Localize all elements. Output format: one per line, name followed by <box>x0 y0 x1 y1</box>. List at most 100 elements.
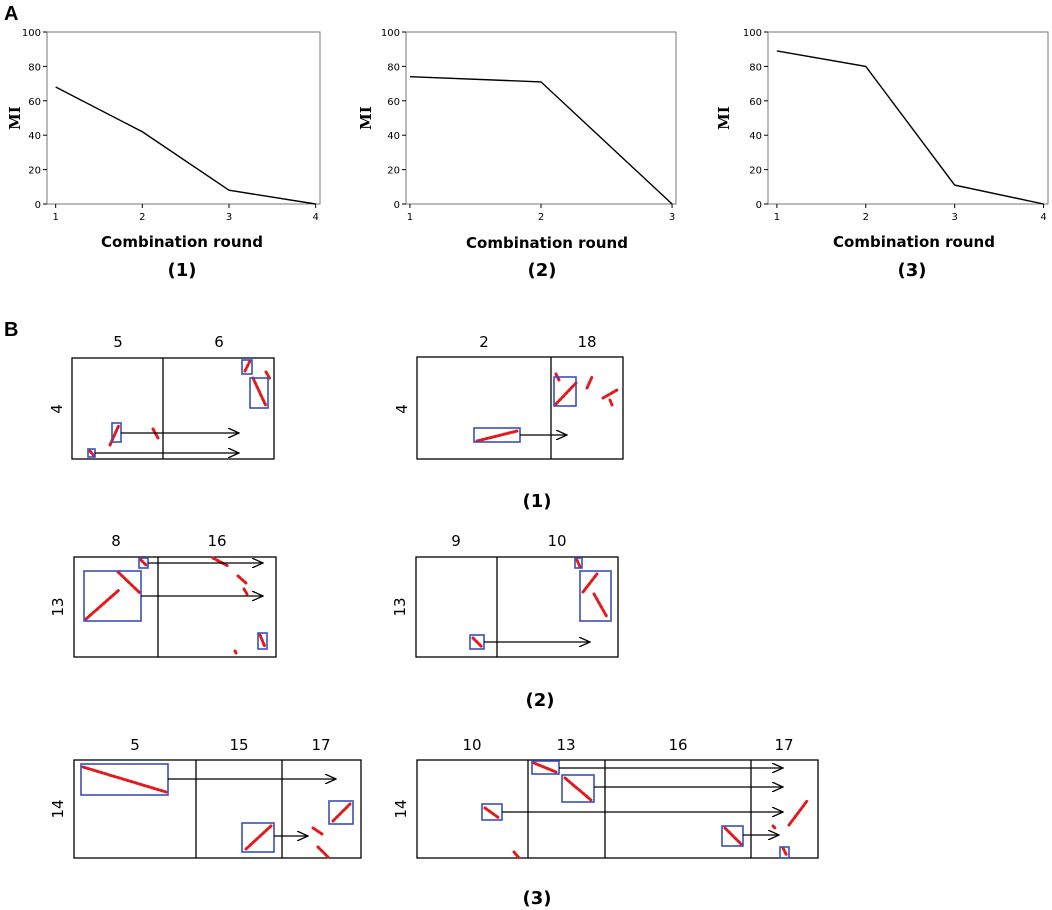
contact-segment <box>236 574 248 585</box>
contact-segment <box>585 375 594 390</box>
contact-segment <box>139 558 149 568</box>
contact-segment <box>592 592 609 619</box>
contact-segment <box>771 824 778 831</box>
contact-segment <box>787 799 809 827</box>
panel-label-b: B <box>4 319 18 341</box>
matrix-row-label: 13 <box>391 597 409 616</box>
selection-box <box>561 774 595 803</box>
x-tick-label: 3 <box>951 212 957 223</box>
series-line <box>409 76 673 205</box>
x-tick-label: 3 <box>669 212 675 223</box>
y-tick-label: 80 <box>387 62 400 73</box>
contact-segment <box>233 649 238 655</box>
selection-box <box>249 377 269 409</box>
matrix-col-label: 17 <box>311 736 330 754</box>
x-axis-label: Combination round <box>466 234 628 252</box>
plot-frame <box>46 31 321 205</box>
y-tick-label: 60 <box>749 97 762 108</box>
contact-segment <box>311 826 324 836</box>
y-tick-label: 100 <box>381 28 400 39</box>
matrix-col-label: 10 <box>547 532 566 550</box>
panel-b-caption: (1) <box>523 491 552 512</box>
contact-segment <box>81 765 168 794</box>
contact-segment <box>532 761 558 774</box>
contact-segment <box>471 636 484 649</box>
y-tick-label: 0 <box>35 200 41 211</box>
y-tick-label: 100 <box>743 28 762 39</box>
panel-b-matrices <box>71 356 819 859</box>
series-line <box>55 86 316 205</box>
x-axis-label: Combination round <box>101 233 263 251</box>
contact-segment <box>211 556 230 568</box>
y-tick-label: 40 <box>387 131 400 142</box>
contact-segment <box>251 376 268 408</box>
panel-label-a: A <box>4 3 18 25</box>
contact-segment <box>316 845 330 859</box>
contact-segment <box>243 359 252 373</box>
matrix-col-label: 2 <box>479 333 489 351</box>
x-tick-label: 2 <box>139 212 145 223</box>
panel-b-caption: (3) <box>523 888 552 909</box>
contact-segment <box>581 572 599 594</box>
x-tick-label: 2 <box>863 212 869 223</box>
contact-segment <box>554 381 578 406</box>
contact-segment <box>331 802 352 823</box>
matrix-row-label: 13 <box>49 597 67 616</box>
matrix-row-label: 14 <box>392 799 410 818</box>
contact-segment <box>781 846 789 858</box>
matrix-row4-cols5-6 <box>71 357 275 460</box>
chart-caption: (2) <box>528 260 557 281</box>
matrix-row-label: 4 <box>48 404 66 414</box>
y-axis-label: MI <box>357 106 375 130</box>
y-tick-label: 0 <box>756 200 762 211</box>
panel-b-captions: (1) (2) (3) <box>523 491 555 909</box>
y-tick-label: 60 <box>28 97 41 108</box>
matrix-row14-cols10-13-16-17 <box>416 759 819 859</box>
selection-box <box>241 822 275 853</box>
contact-segment <box>116 570 142 595</box>
selection-box <box>553 376 577 407</box>
y-tick-label: 60 <box>387 97 400 108</box>
matrix-col-label: 6 <box>214 333 224 351</box>
x-tick-label: 4 <box>312 212 318 223</box>
contact-segment <box>88 449 96 458</box>
matrix-col-label: 15 <box>229 736 248 754</box>
matrix-frame <box>416 356 624 460</box>
contact-segment <box>475 429 519 443</box>
selection-box <box>241 359 253 375</box>
contact-segment <box>258 633 267 649</box>
x-tick-label: 1 <box>52 212 58 223</box>
chart-caption: (3) <box>898 260 927 281</box>
y-tick-label: 0 <box>394 200 400 211</box>
selection-box <box>328 800 354 825</box>
matrix-frame <box>71 357 275 460</box>
y-tick-label: 40 <box>749 131 762 142</box>
x-tick-label: 1 <box>774 212 780 223</box>
matrix-row4-cols2-18 <box>416 356 624 460</box>
matrix-col-label: 5 <box>113 333 123 351</box>
x-tick-label: 3 <box>226 212 232 223</box>
y-tick-label: 80 <box>28 62 41 73</box>
selection-box <box>779 846 790 859</box>
contact-segment <box>575 558 582 569</box>
matrix-col-label: 16 <box>668 736 687 754</box>
y-tick-label: 40 <box>28 131 41 142</box>
contact-segment <box>84 588 121 621</box>
matrix-frame <box>415 556 619 658</box>
y-tick-label: 100 <box>22 28 41 39</box>
selection-box <box>574 557 583 569</box>
y-axis-label: MI <box>6 106 24 130</box>
matrix-headers: 5 6 4 2 18 4 8 16 13 9 10 13 5 15 17 14 … <box>48 333 794 819</box>
contact-segment <box>563 776 593 802</box>
matrix-col-label: 17 <box>774 736 793 754</box>
matrix-row13-cols9-10 <box>415 556 619 658</box>
contact-segment <box>242 587 249 596</box>
matrix-frame <box>73 759 362 859</box>
series-line <box>776 50 1044 205</box>
y-tick-label: 20 <box>387 166 400 177</box>
selection-box <box>721 825 744 847</box>
panel-b-caption: (2) <box>526 690 555 711</box>
chart-caption: (1) <box>168 260 197 281</box>
